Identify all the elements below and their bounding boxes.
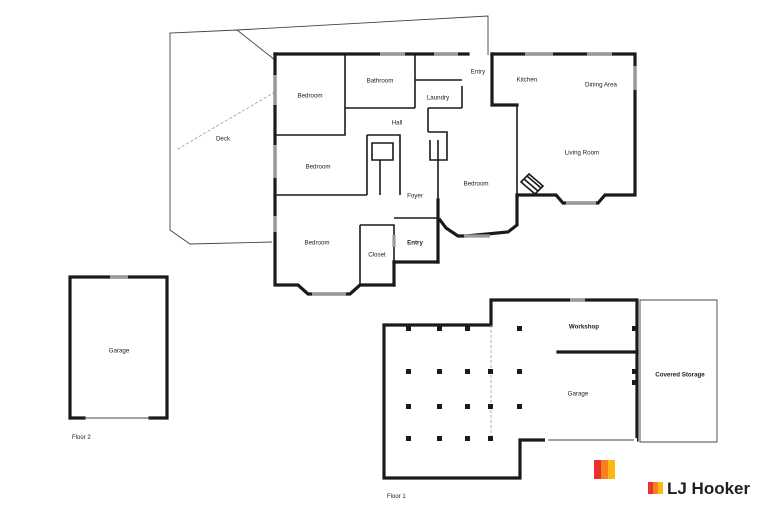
room-label-garage-floor2: Garage bbox=[109, 348, 130, 355]
house-windows bbox=[273, 52, 637, 296]
room-label-covered-storage: Covered Storage bbox=[655, 372, 705, 379]
room-label-bedroom-2: Bedroom bbox=[305, 164, 330, 171]
floor-1: Workshop Covered Storage Garage Floor 1 bbox=[382, 298, 718, 500]
floor-2-garage: Garage Floor 2 bbox=[68, 275, 169, 441]
room-label-bedroom-4: Bedroom bbox=[304, 240, 329, 247]
room-label-bedroom-1: Bedroom bbox=[297, 93, 322, 100]
room-label-kitchen: Kitchen bbox=[517, 77, 538, 84]
room-label-foyer: Foyer bbox=[407, 193, 423, 200]
floor-2-house: Bedroom Bathroom Entry Kitchen Dining Ar… bbox=[169, 15, 637, 296]
deck-outline bbox=[169, 15, 489, 245]
room-label-bedroom-3: Bedroom bbox=[463, 181, 488, 188]
lj-hooker-logo: LJ Hooker bbox=[648, 479, 751, 498]
room-label-bathroom: Bathroom bbox=[367, 78, 394, 85]
floor-2-label: Floor 2 bbox=[72, 435, 91, 441]
room-label-hall: Hall bbox=[392, 120, 403, 127]
stairs-icon bbox=[519, 172, 545, 196]
room-label-dining: Dining Area bbox=[585, 82, 618, 89]
brand-mark-large bbox=[594, 460, 615, 479]
room-label-laundry: Laundry bbox=[427, 95, 450, 102]
room-label-workshop: Workshop bbox=[569, 324, 599, 331]
room-label-deck: Deck bbox=[216, 136, 231, 143]
support-columns bbox=[406, 326, 637, 441]
room-label-living: Living Room bbox=[565, 150, 599, 157]
brand-name: LJ Hooker bbox=[667, 479, 751, 498]
room-label-entry-bottom: Entry bbox=[407, 240, 423, 247]
room-label-closet: Closet bbox=[368, 252, 386, 259]
house-interior-walls bbox=[275, 54, 518, 285]
floor-1-label: Floor 1 bbox=[387, 494, 406, 500]
room-label-garage-floor1: Garage bbox=[568, 391, 589, 398]
house-exterior-walls bbox=[273, 52, 637, 296]
room-label-entry-top: Entry bbox=[471, 69, 486, 76]
